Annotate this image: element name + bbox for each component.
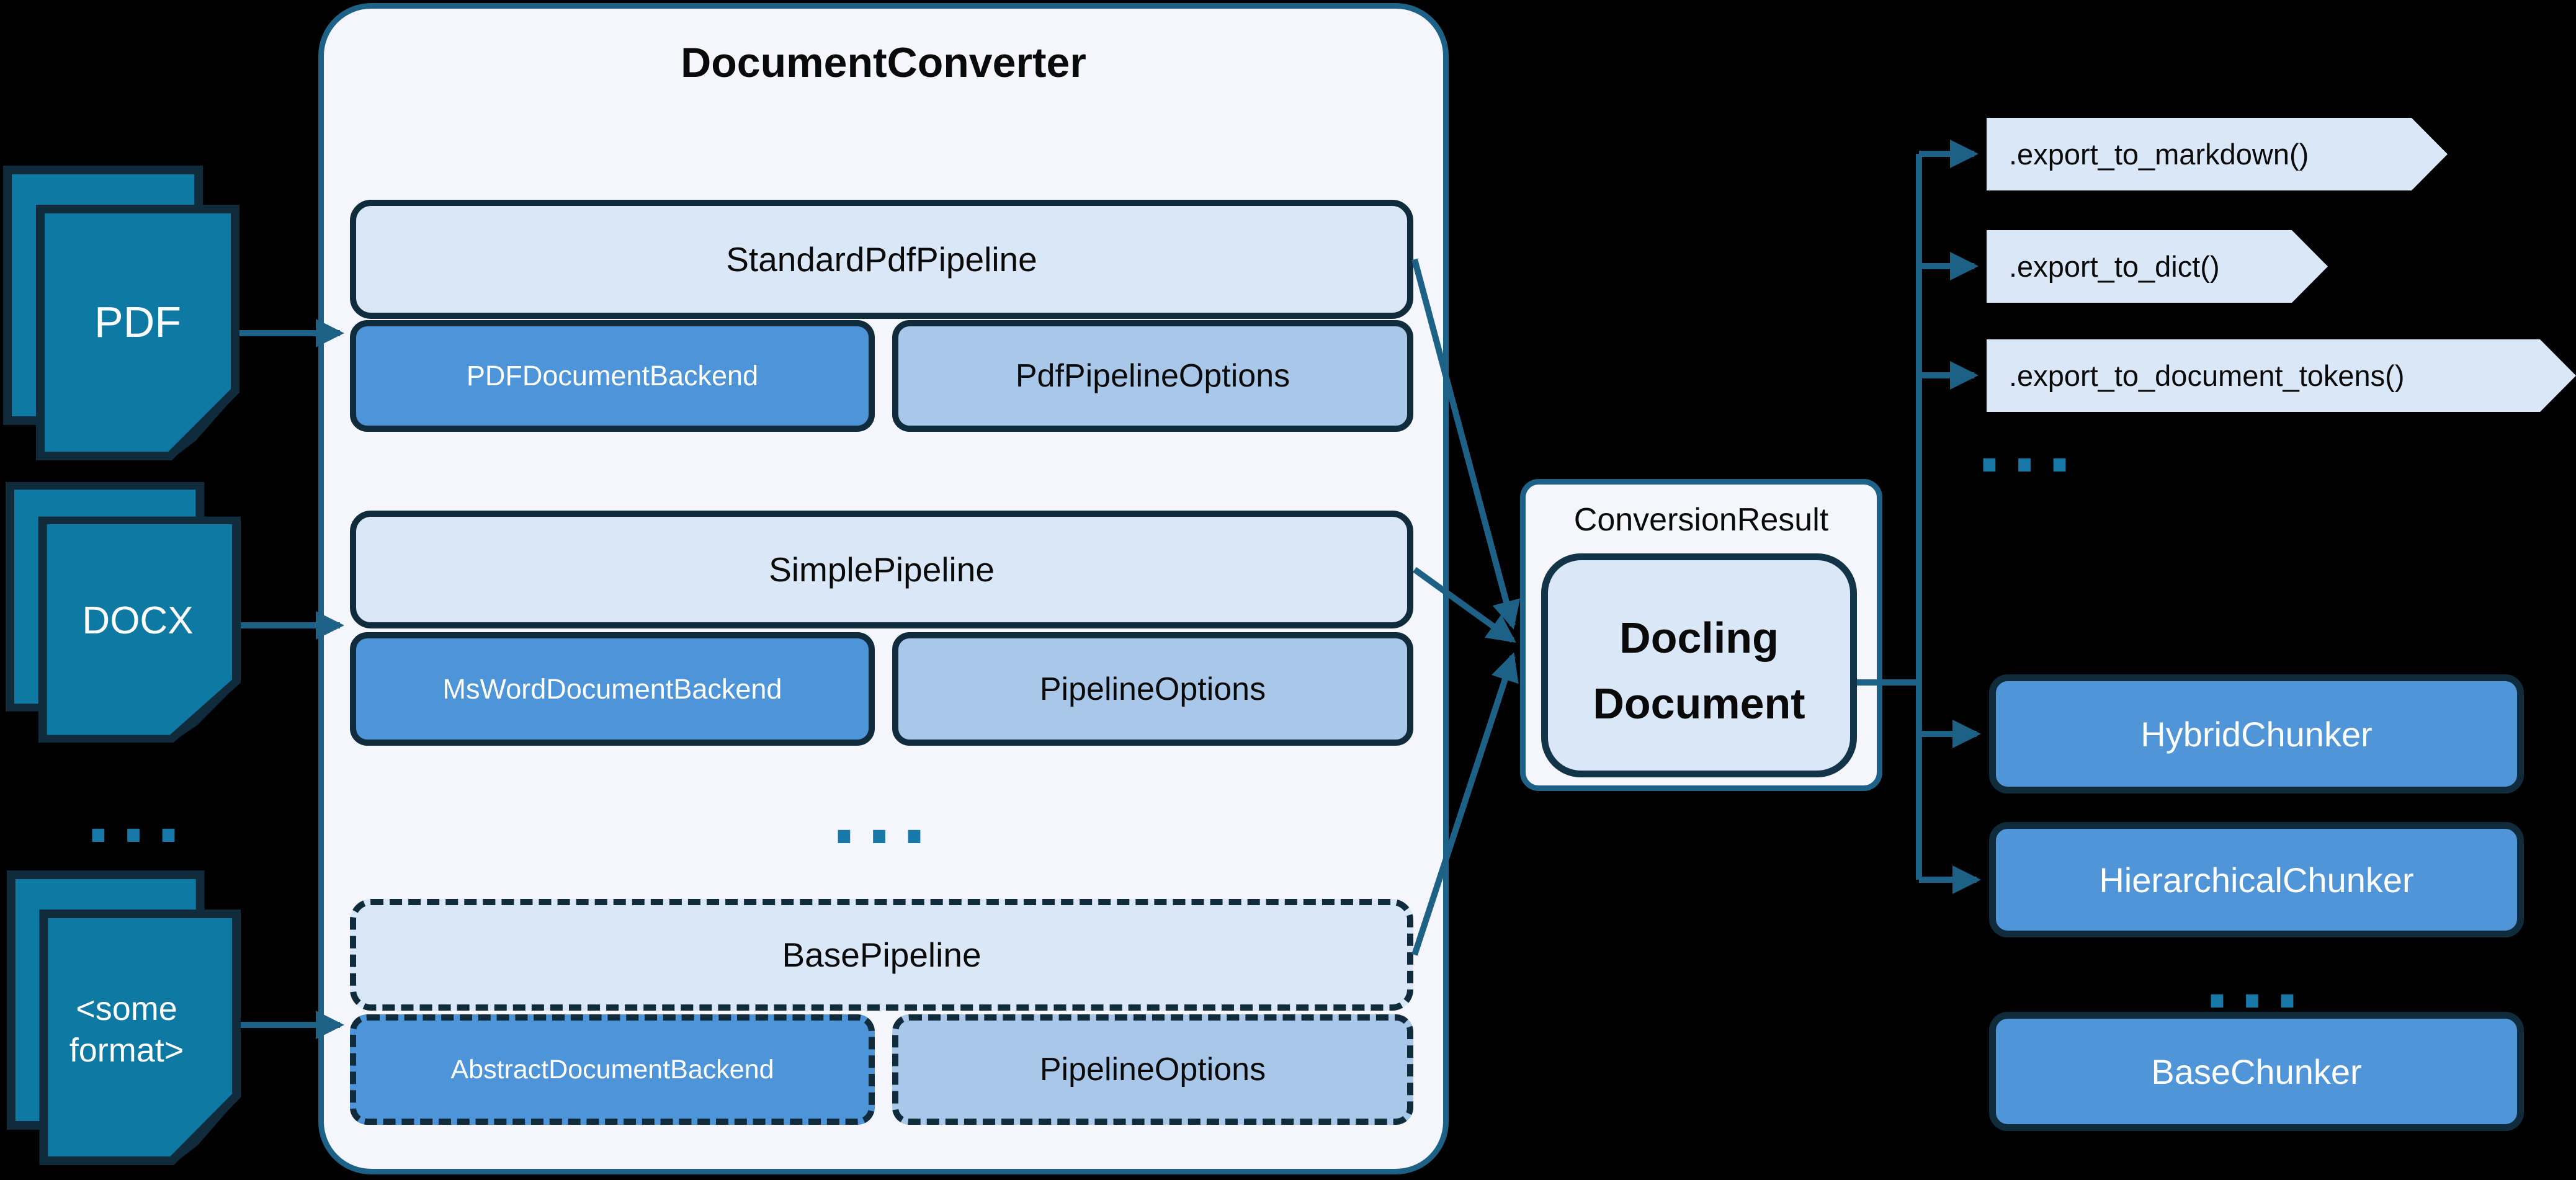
options-name: PipelineOptions [1039,671,1266,707]
pipeline-standard-pdf: StandardPdfPipeline [350,200,1413,319]
pipeline-simple: SimplePipeline [350,511,1413,628]
export-label: .export_to_document_tokens() [2009,359,2405,392]
export-tag-dict: .export_to_dict() [1987,230,2328,303]
export-tag-markdown: .export_to_markdown() [1987,118,2448,190]
input-label-pdf: PDF [94,298,181,347]
input-label-some-format: <some format> [69,990,184,1070]
backend-name: PDFDocumentBackend [466,360,759,391]
some-format-document-icon: <some format> [6,870,241,1165]
chunker-label: HybridChunker [2140,714,2373,754]
base-chunker-box: BaseChunker [1989,1012,2524,1131]
export-tag-document-tokens: .export_to_document_tokens() [1987,339,2576,412]
backend-abstract: AbstractDocumentBackend [350,1014,875,1125]
input-label-docx: DOCX [82,599,194,643]
options-pdf: PdfPipelineOptions [892,320,1413,432]
options-name: PipelineOptions [1039,1052,1266,1088]
backend-name: MsWordDocumentBackend [442,673,782,705]
pipeline-base: BasePipeline [350,899,1413,1011]
panel-title: DocumentConverter [681,39,1086,86]
pipeline-name: SimplePipeline [769,550,995,589]
backend-pdf: PDFDocumentBackend [350,320,875,432]
docx-document-icon: DOCX [5,481,241,743]
export-label: .export_to_markdown() [2009,138,2309,171]
chunker-label: HierarchicalChunker [2099,860,2414,900]
hybrid-chunker-box: HybridChunker [1989,674,2524,793]
options-pipeline: PipelineOptions [892,632,1413,746]
stacked-pages-icon [3,166,239,460]
hierarchical-chunker-box: HierarchicalChunker [1989,822,2524,937]
conversion-result-label: ConversionResult [1573,502,1829,538]
pipeline-name: StandardPdfPipeline [726,240,1037,279]
backend-msword: MsWordDocumentBackend [350,632,875,746]
pdf-document-icon: PDF [2,165,239,460]
stacked-pages-icon [5,481,241,743]
chunker-label: BaseChunker [2151,1052,2362,1091]
export-label: .export_to_dict() [2009,250,2220,283]
options-base: PipelineOptions [892,1014,1413,1125]
backend-name: AbstractDocumentBackend [450,1054,774,1084]
stacked-pages-icon [6,870,241,1165]
docling-document-box: Docling Document [1541,553,1857,777]
pipeline-name: BasePipeline [782,936,982,974]
options-name: PdfPipelineOptions [1015,358,1290,394]
docling-document-label: Docling Document [1593,613,1805,728]
